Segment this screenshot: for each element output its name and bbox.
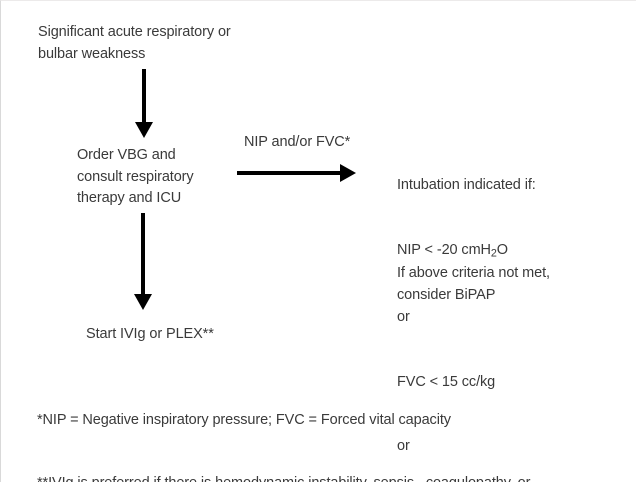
node-start-ivig-plex: Start IVIg or PLEX**	[86, 326, 214, 342]
arrow-head-right-icon	[340, 164, 356, 182]
criteria-heading: Intubation indicated if:	[397, 177, 536, 193]
criteria-or-2: or	[397, 438, 410, 455]
arrow-shaft	[141, 213, 145, 295]
arrow-head-down-icon	[134, 294, 152, 310]
node-start-weakness: Significant acute respiratory or bulbar …	[38, 24, 231, 62]
criteria-nip-subscript: 2	[490, 246, 497, 259]
criteria-nip-prefix: NIP < -20 cmH	[397, 241, 491, 258]
criteria-fallback-bipap: If above criteria not met, consider BiPA…	[397, 265, 550, 303]
node-order-vbg: Order VBG and consult respiratory therap…	[77, 147, 194, 206]
arrow-head-down-icon	[135, 122, 153, 138]
criteria-nip: NIP < -20 cmH2O	[397, 240, 617, 265]
footnotes-block: *NIP = Negative inspiratory pressure; FV…	[37, 368, 617, 482]
criteria-fvc: FVC < 15 cc/kg	[397, 373, 496, 390]
criteria-or-1: or	[397, 309, 410, 326]
edge-label-nip-fvc: NIP and/or FVC*	[244, 134, 351, 150]
arrow-shaft	[237, 171, 341, 175]
arrow-shaft	[142, 69, 146, 123]
criteria-block: Intubation indicated if: NIP < -20 cmH2O…	[397, 132, 617, 482]
footnote-line-2: **IVIg is preferred if there is hemodyna…	[37, 473, 617, 482]
criteria-nip-suffix: O	[496, 241, 508, 258]
footnote-line-1: *NIP = Negative inspiratory pressure; FV…	[37, 412, 451, 428]
